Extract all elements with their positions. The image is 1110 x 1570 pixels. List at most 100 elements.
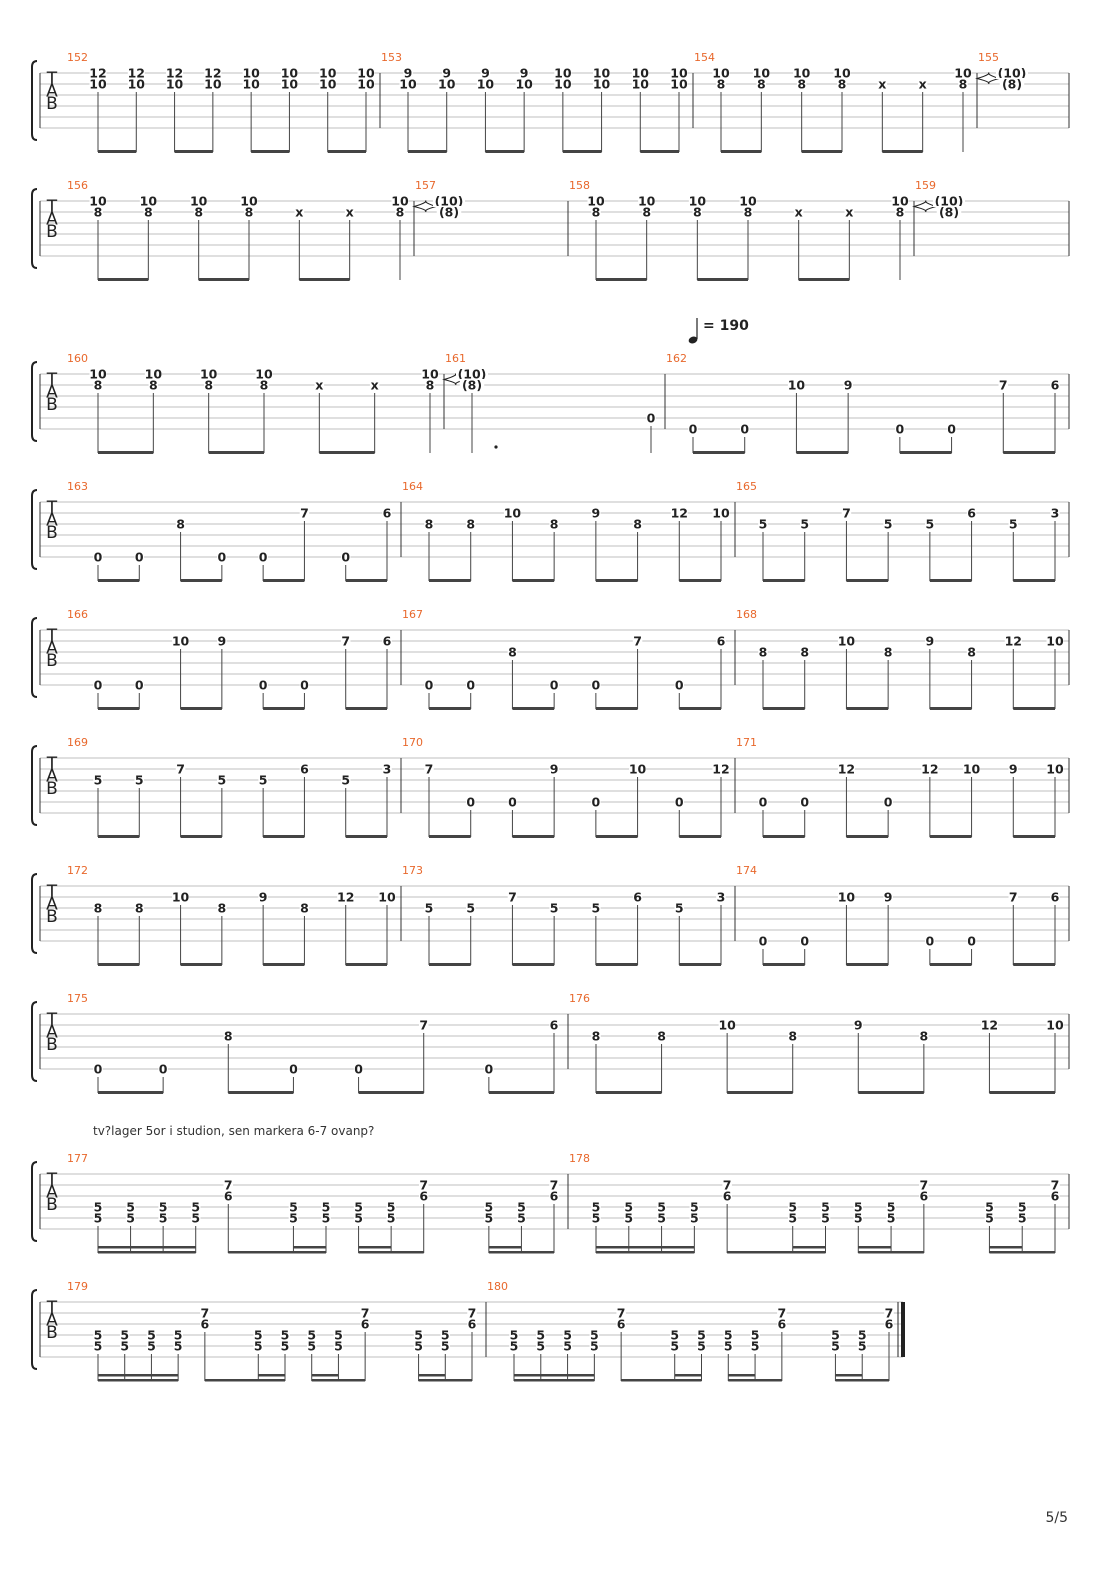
fret-bg (337, 891, 355, 903)
note-event: 8 (656, 1029, 667, 1093)
fret-number: 5 (322, 1200, 331, 1215)
fret-bg (670, 507, 688, 519)
fret-number: 5 (590, 1328, 599, 1343)
fret-number: 12 (166, 66, 183, 81)
fret-number: 5 (592, 901, 601, 916)
fret-bg (624, 1201, 634, 1213)
fret-bg (883, 891, 893, 903)
fret-bg (917, 78, 928, 90)
note-event: 0 (799, 795, 810, 837)
note-event: 5 (258, 773, 268, 837)
fret-number: 10 (200, 367, 218, 382)
note-event: 5 (591, 901, 601, 965)
fret-number: 8 (592, 1029, 601, 1044)
fret-bg (925, 935, 935, 947)
fret-bg (589, 1340, 600, 1352)
fret-bg (200, 368, 218, 380)
fret-bg (966, 935, 977, 947)
fret-number: 10 (788, 378, 806, 393)
fret-number: 5 (592, 1200, 601, 1215)
beam (98, 278, 149, 281)
note-event: 0 (549, 678, 559, 709)
measure-number: 173 (402, 864, 423, 877)
fret-number: 5 (751, 1339, 760, 1354)
fret-bg (125, 1212, 136, 1224)
fret-number: 10 (140, 194, 158, 209)
fret-bg (418, 1179, 429, 1191)
quarter-note-icon (688, 336, 698, 344)
note-event: 76 (200, 1306, 210, 1381)
beam (263, 963, 305, 966)
fret-bg (134, 679, 145, 691)
fret-number: 9 (404, 66, 413, 81)
note-event: 55 (413, 1328, 424, 1381)
fret-bg (217, 635, 227, 647)
measure-number: 160 (67, 352, 88, 365)
fret-number: 5 (94, 773, 103, 788)
note-event: 6 (549, 1018, 559, 1093)
beam (512, 579, 555, 582)
fret-number: 9 (481, 66, 490, 81)
fret-bg (674, 902, 685, 914)
beam-secondary (98, 1246, 196, 1249)
note-event: 0 (688, 422, 698, 453)
fret-bg (718, 1019, 736, 1031)
fret-bg (175, 763, 186, 775)
fret-bg (424, 763, 434, 775)
beam (228, 1091, 294, 1094)
fret-number: 7 (341, 634, 350, 649)
fret-bg (438, 78, 456, 90)
fret-bg (418, 1019, 429, 1031)
fret-bg (465, 679, 476, 691)
fret-bg (344, 206, 355, 218)
fret-bg (756, 78, 767, 90)
fret-bg (217, 774, 227, 786)
note-event: 0 (674, 678, 685, 709)
fret-number: 10 (504, 506, 522, 521)
fret-bg (886, 1212, 896, 1224)
note-event: 55 (689, 1200, 700, 1253)
note-event: 10 (718, 1018, 736, 1093)
note-event: 8 (175, 517, 186, 581)
fret-number: 7 (468, 1306, 477, 1321)
fret-bg (616, 1307, 626, 1319)
note-event: 108 (89, 367, 107, 453)
fret-bg (333, 1329, 344, 1341)
fret-bg (258, 551, 268, 563)
fret-number: 8 (788, 1029, 797, 1044)
fret-bg (837, 78, 847, 90)
fret-number: 5 (670, 1328, 679, 1343)
beam (1003, 451, 1055, 454)
note-event: 55 (158, 1200, 168, 1253)
fret-bg (223, 1179, 234, 1191)
fret-bg (1008, 518, 1019, 530)
note-event: 8 (919, 1029, 929, 1093)
fret-bg (436, 206, 462, 218)
beam (180, 579, 222, 582)
note-event: 108 (140, 194, 158, 280)
tab-clef-letter: B (46, 779, 58, 799)
fret-number: 5 (159, 1211, 168, 1226)
fret-number: 10 (1046, 762, 1064, 777)
note-event: 76 (919, 1178, 929, 1253)
note-event: 0 (134, 678, 145, 709)
fret-number: 5 (884, 517, 893, 532)
note-event: 5 (1008, 517, 1019, 581)
beam (679, 835, 721, 838)
fret-number: 10 (391, 194, 409, 209)
fret-bg (689, 1212, 700, 1224)
fret-bg (424, 518, 434, 530)
fret-number: (10) (935, 194, 964, 209)
tab-system: TAB1775555555576555555557655557617855555… (31, 1152, 1070, 1254)
fret-bg (134, 551, 145, 563)
fret-bg (253, 1340, 264, 1352)
note-event: 10 (378, 890, 396, 965)
fret-bg (593, 78, 611, 90)
note-event: 76 (549, 1178, 559, 1253)
note-event: 910 (438, 66, 456, 152)
note-event: 10 (172, 634, 190, 709)
fret-number: 10 (240, 194, 258, 209)
fret-number: 12 (89, 66, 106, 81)
page-number: 5/5 (1045, 1510, 1068, 1526)
